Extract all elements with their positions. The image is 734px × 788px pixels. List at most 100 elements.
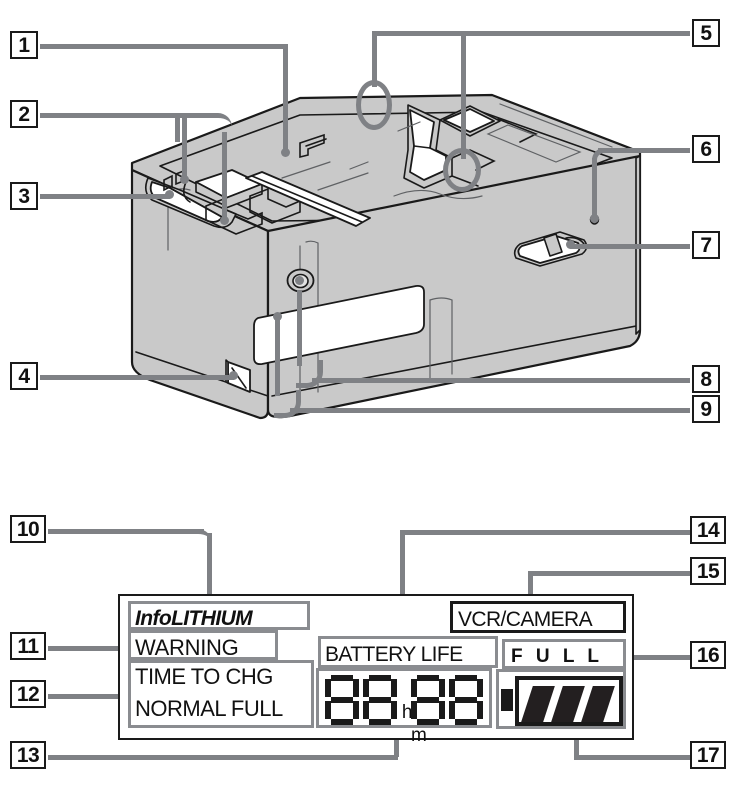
- callout-12: 12: [10, 680, 46, 708]
- callout-6-number: 6: [700, 137, 712, 161]
- infolithium-label: InfoLITHIUM: [135, 607, 253, 630]
- callout-5-number: 5: [700, 21, 712, 45]
- leader-line-9: [290, 408, 690, 413]
- leader-line-3: [40, 194, 170, 199]
- leader-dot-9: [273, 312, 282, 321]
- leader-line-2b: [222, 132, 227, 222]
- leader-line-5b: [461, 31, 466, 159]
- leader-line-7: [570, 244, 690, 249]
- battery-life-indicator: BATTERY LIFE: [318, 636, 498, 668]
- minutes-digit-tens: [411, 675, 445, 725]
- callout-12-number: 12: [16, 682, 40, 706]
- callout-15-number: 15: [696, 559, 720, 583]
- callout-1: 1: [10, 31, 38, 59]
- leader-line-9a: [275, 316, 280, 396]
- leader-line-17a: [574, 736, 579, 758]
- callout-11: 11: [10, 632, 46, 660]
- leader-line-14a: [400, 530, 405, 634]
- callout-13-number: 13: [16, 743, 40, 767]
- battery-shell-icon: [515, 676, 623, 726]
- leader-line-14: [400, 530, 690, 535]
- leader-dot-6: [590, 214, 599, 223]
- hours-group: h: [325, 675, 412, 725]
- infolithium-indicator: InfoLITHIUM: [128, 601, 310, 630]
- leader-line-11: [48, 646, 124, 651]
- minutes-digit-ones: [449, 675, 484, 725]
- battery-bar-1: [521, 686, 555, 722]
- leader-line-16: [628, 655, 690, 660]
- leader-line-2: [40, 113, 185, 118]
- lcd-display-panel: InfoLITHIUM WARNING TIME TO CHG NORMAL F…: [118, 594, 634, 746]
- leader-dot-2b: [220, 216, 229, 225]
- minutes-unit-label: m: [411, 725, 427, 746]
- callout-9: 9: [692, 395, 720, 423]
- leader-line-6a: [592, 158, 597, 216]
- leader-ring-5a: [356, 80, 392, 130]
- minutes-group: m: [411, 675, 489, 748]
- callout-16-number: 16: [696, 643, 720, 667]
- hours-unit-label: h: [401, 702, 413, 723]
- full-indicator: F U L L: [502, 639, 626, 669]
- leader-ring-5b: [443, 148, 481, 192]
- charge-mode-indicator: TIME TO CHG NORMAL FULL: [128, 660, 314, 728]
- leader-line-1b: [283, 44, 288, 152]
- leader-line-5: [372, 31, 690, 36]
- leader-dot-2a: [180, 175, 189, 184]
- hours-digit-tens: [325, 675, 359, 725]
- battery-terminal-icon: [501, 689, 513, 711]
- warning-label: WARNING: [135, 635, 239, 660]
- callout-14: 14: [690, 516, 726, 544]
- leader-dot-1: [281, 148, 290, 157]
- callout-7-number: 7: [700, 233, 712, 257]
- callout-1-number: 1: [18, 33, 30, 57]
- callout-6: 6: [692, 135, 720, 163]
- callout-10: 10: [10, 515, 46, 543]
- battery-life-label: BATTERY LIFE: [325, 643, 463, 666]
- leader-elbow-9: [274, 390, 301, 418]
- leader-line-13: [48, 755, 398, 760]
- leader-dot-8: [295, 276, 304, 285]
- leader-dot-3: [165, 190, 174, 199]
- leader-line-2a: [182, 118, 187, 180]
- leader-line-15a: [528, 571, 533, 599]
- vcr-camera-indicator: VCR/CAMERA: [450, 601, 626, 633]
- leader-line-10a: [207, 533, 212, 599]
- leader-line-4: [40, 375, 234, 380]
- callout-4-number: 4: [18, 364, 30, 388]
- leader-line-13a: [394, 735, 399, 757]
- vcr-camera-label: VCR/CAMERA: [458, 608, 593, 631]
- callout-17-number: 17: [696, 743, 720, 767]
- leader-line-17: [574, 755, 690, 760]
- leader-line-8a: [297, 290, 302, 366]
- callout-13: 13: [10, 741, 46, 769]
- callout-8-number: 8: [700, 367, 712, 391]
- callout-15: 15: [690, 557, 726, 585]
- leader-dot-7: [566, 240, 575, 249]
- callout-8: 8: [692, 365, 720, 393]
- leader-line-5a: [372, 31, 377, 87]
- full-label: F U L L: [511, 646, 604, 667]
- time-to-chg-label: TIME TO CHG: [135, 664, 273, 689]
- leader-elbow-8: [296, 360, 323, 388]
- leader-line-15: [528, 571, 690, 576]
- leader-line-10: [48, 529, 204, 534]
- callout-4: 4: [10, 362, 38, 390]
- leader-line-6: [598, 148, 690, 153]
- callout-3-number: 3: [18, 184, 30, 208]
- callout-7: 7: [692, 231, 720, 259]
- leader-line-8: [312, 378, 690, 383]
- hours-digit-ones: [363, 675, 398, 725]
- callout-2: 2: [10, 100, 38, 128]
- charger-illustration: .bd{fill:#c9c9c9;stroke:#1a1a1a;stroke-w…: [130, 93, 642, 420]
- callout-2-number: 2: [18, 102, 30, 126]
- callout-14-number: 14: [696, 518, 720, 542]
- leader-dot-4: [229, 371, 238, 380]
- leader-line-12: [48, 694, 124, 699]
- leader-elbow-10: [194, 529, 212, 554]
- battery-bar-2: [551, 686, 585, 722]
- warning-indicator: WARNING: [128, 630, 278, 660]
- callout-10-number: 10: [16, 517, 40, 541]
- callout-5: 5: [692, 19, 720, 47]
- battery-bar-3: [581, 686, 615, 722]
